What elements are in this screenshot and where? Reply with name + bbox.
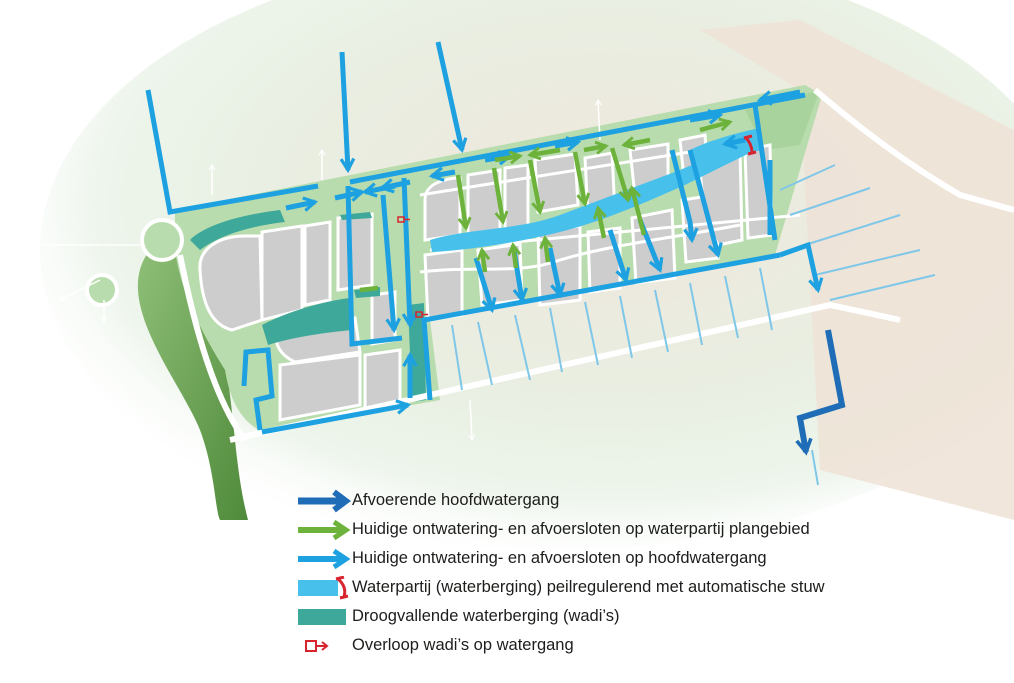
wadi-swatch-icon [296,605,352,629]
legend-label: Overloop wadi’s op watergang [352,636,574,654]
pond-weir-icon [296,575,352,600]
legend-item-ditch-to-main: Huidige ontwatering- en afvoersloten op … [296,544,996,573]
map-legend: Afvoerende hoofdwatergang Huidige ontwat… [296,486,996,660]
legend-label: Waterpartij (waterberging) peilreguleren… [352,578,825,596]
weir-icon [743,134,757,156]
legend-item-main-channel: Afvoerende hoofdwatergang [296,486,996,515]
field-ditches [451,164,936,486]
legend-label: Huidige ontwatering- en afvoersloten op … [352,549,767,567]
pond-main [430,140,752,252]
land-east [700,20,1014,520]
overflow-legend-icon [296,634,352,658]
road-exit-arrows [28,98,602,442]
forest-strip [137,250,248,520]
ditches-to-main-channel [145,41,824,435]
legend-label: Afvoerende hoofdwatergang [352,491,560,509]
ditches-to-pond [359,117,733,293]
legend-item-ditch-to-pond: Huidige ontwatering- en afvoersloten op … [296,515,996,544]
legend-item-pond-weir: Waterpartij (waterberging) peilreguleren… [296,573,996,602]
light-blue-arrow-icon [296,547,352,571]
legend-item-wadi: Droogvallende waterberging (wadi’s) [296,602,996,631]
main-drainage-channel [795,329,846,456]
green-arrow-icon [296,518,352,542]
dark-blue-arrow-icon [296,489,352,513]
legend-item-overflow: Overloop wadi’s op watergang [296,631,996,660]
roundabout-north [140,218,184,262]
legend-label: Droogvallende waterberging (wadi’s) [352,607,620,625]
overflow-icon [397,216,428,318]
legend-label: Huidige ontwatering- en afvoersloten op … [352,520,810,538]
roundabout-south [85,273,119,307]
west-road [177,254,248,442]
